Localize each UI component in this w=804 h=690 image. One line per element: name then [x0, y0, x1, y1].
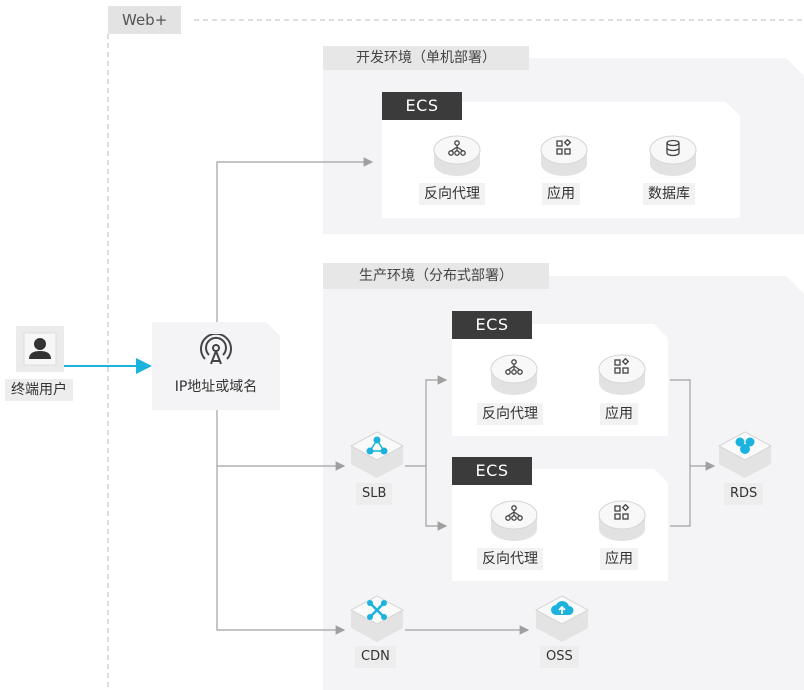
app-grid-icon	[614, 504, 630, 520]
antenna-icon	[200, 334, 232, 365]
database-icon	[666, 139, 680, 157]
network-tree-icon	[505, 505, 523, 521]
oss-node	[534, 594, 590, 644]
prod2-app-label: 应用	[600, 548, 638, 570]
web-title: Web+	[108, 6, 182, 34]
dev-db-node	[648, 134, 698, 178]
cdn-label: CDN	[355, 646, 396, 668]
rds-icon	[735, 437, 755, 454]
end-user-label: 终端用户	[5, 379, 73, 401]
prod2-proxy-label: 反向代理	[477, 548, 543, 570]
dev-app-label: 应用	[542, 183, 580, 205]
slb-icon	[366, 436, 388, 455]
app-grid-icon	[556, 139, 572, 155]
prod1-proxy-label: 反向代理	[477, 403, 543, 425]
end-user-node	[16, 326, 64, 372]
cloud-upload-icon	[551, 601, 574, 615]
network-tree-icon	[505, 359, 523, 375]
dev-proxy-node	[432, 134, 482, 178]
slb-node	[349, 430, 405, 480]
rds-label: RDS	[724, 483, 764, 505]
dev-env-title: 开发环境（单机部署）	[323, 46, 529, 70]
prod2-app-node	[597, 499, 647, 543]
dev-app-node	[539, 134, 589, 178]
network-tree-icon	[448, 140, 466, 156]
prod1-app-node	[597, 353, 647, 397]
rds-node	[717, 430, 773, 480]
entry-node	[152, 322, 280, 410]
slb-label: SLB	[356, 483, 393, 505]
prod1-proxy-node	[489, 353, 539, 397]
entry-label: IP地址或域名	[174, 379, 258, 395]
dev-proxy-label: 反向代理	[419, 183, 485, 205]
cdn-node	[349, 594, 405, 644]
cdn-icon	[367, 600, 387, 620]
prod2-proxy-node	[489, 499, 539, 543]
dev-db-label: 数据库	[643, 183, 695, 205]
prod-ecs-tag-1: ECS	[452, 311, 532, 339]
prod-env-title: 生产环境（分布式部署）	[323, 263, 549, 289]
oss-label: OSS	[540, 646, 579, 668]
prod-ecs-tag-2: ECS	[452, 457, 532, 485]
prod1-app-label: 应用	[600, 403, 638, 425]
user-icon	[23, 332, 57, 366]
app-grid-icon	[614, 358, 630, 374]
dev-ecs-tag: ECS	[382, 92, 462, 120]
